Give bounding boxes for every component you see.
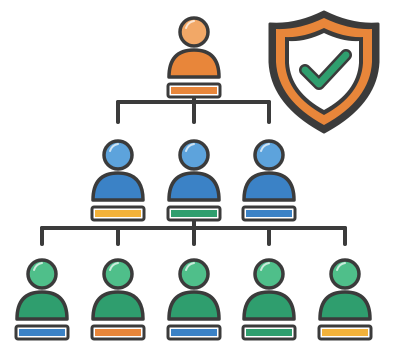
person-head (178, 139, 210, 171)
person-bottom-4 (241, 258, 297, 341)
person-head (26, 258, 58, 290)
person-body (318, 290, 372, 321)
person-middle-1 (90, 139, 146, 222)
person-body (242, 290, 296, 321)
person-head-highlight (185, 262, 195, 271)
person-head (253, 139, 285, 171)
person-head-highlight (109, 262, 119, 271)
person-head-highlight (109, 143, 119, 152)
person-body (167, 290, 221, 321)
person-head-highlight (185, 20, 195, 29)
person-name-bar-fill (171, 329, 217, 336)
person-body (242, 171, 296, 202)
person-name-bar-fill (322, 329, 368, 336)
shield-check-icon (268, 10, 380, 134)
person-body (15, 290, 69, 321)
person-name-bar-fill (19, 329, 65, 336)
person-head-highlight (336, 262, 346, 271)
check-mark-icon (301, 51, 350, 88)
person-name-bar-fill (95, 210, 141, 217)
person-head (102, 139, 134, 171)
person-head-highlight (260, 262, 270, 271)
person-middle-2 (166, 139, 222, 222)
person-body (167, 171, 221, 202)
person-head-highlight (33, 262, 43, 271)
person-name-bar-fill (171, 87, 217, 94)
person-body (91, 171, 145, 202)
person-name-bar-fill (246, 210, 292, 217)
person-name-bar-fill (246, 329, 292, 336)
person-head (253, 258, 285, 290)
person-head (178, 16, 210, 48)
person-head (178, 258, 210, 290)
person-middle-3 (241, 139, 297, 222)
person-head (102, 258, 134, 290)
person-bottom-1 (14, 258, 70, 341)
person-bottom-3 (166, 258, 222, 341)
person-head-highlight (260, 143, 270, 152)
person-body (167, 48, 221, 79)
person-head-highlight (185, 143, 195, 152)
person-head (329, 258, 361, 290)
person-bottom-5 (317, 258, 373, 341)
person-name-bar-fill (171, 210, 217, 217)
person-top (166, 16, 222, 99)
org-chart-people (14, 16, 373, 341)
person-body (91, 290, 145, 321)
person-bottom-2 (90, 258, 146, 341)
person-name-bar-fill (95, 329, 141, 336)
